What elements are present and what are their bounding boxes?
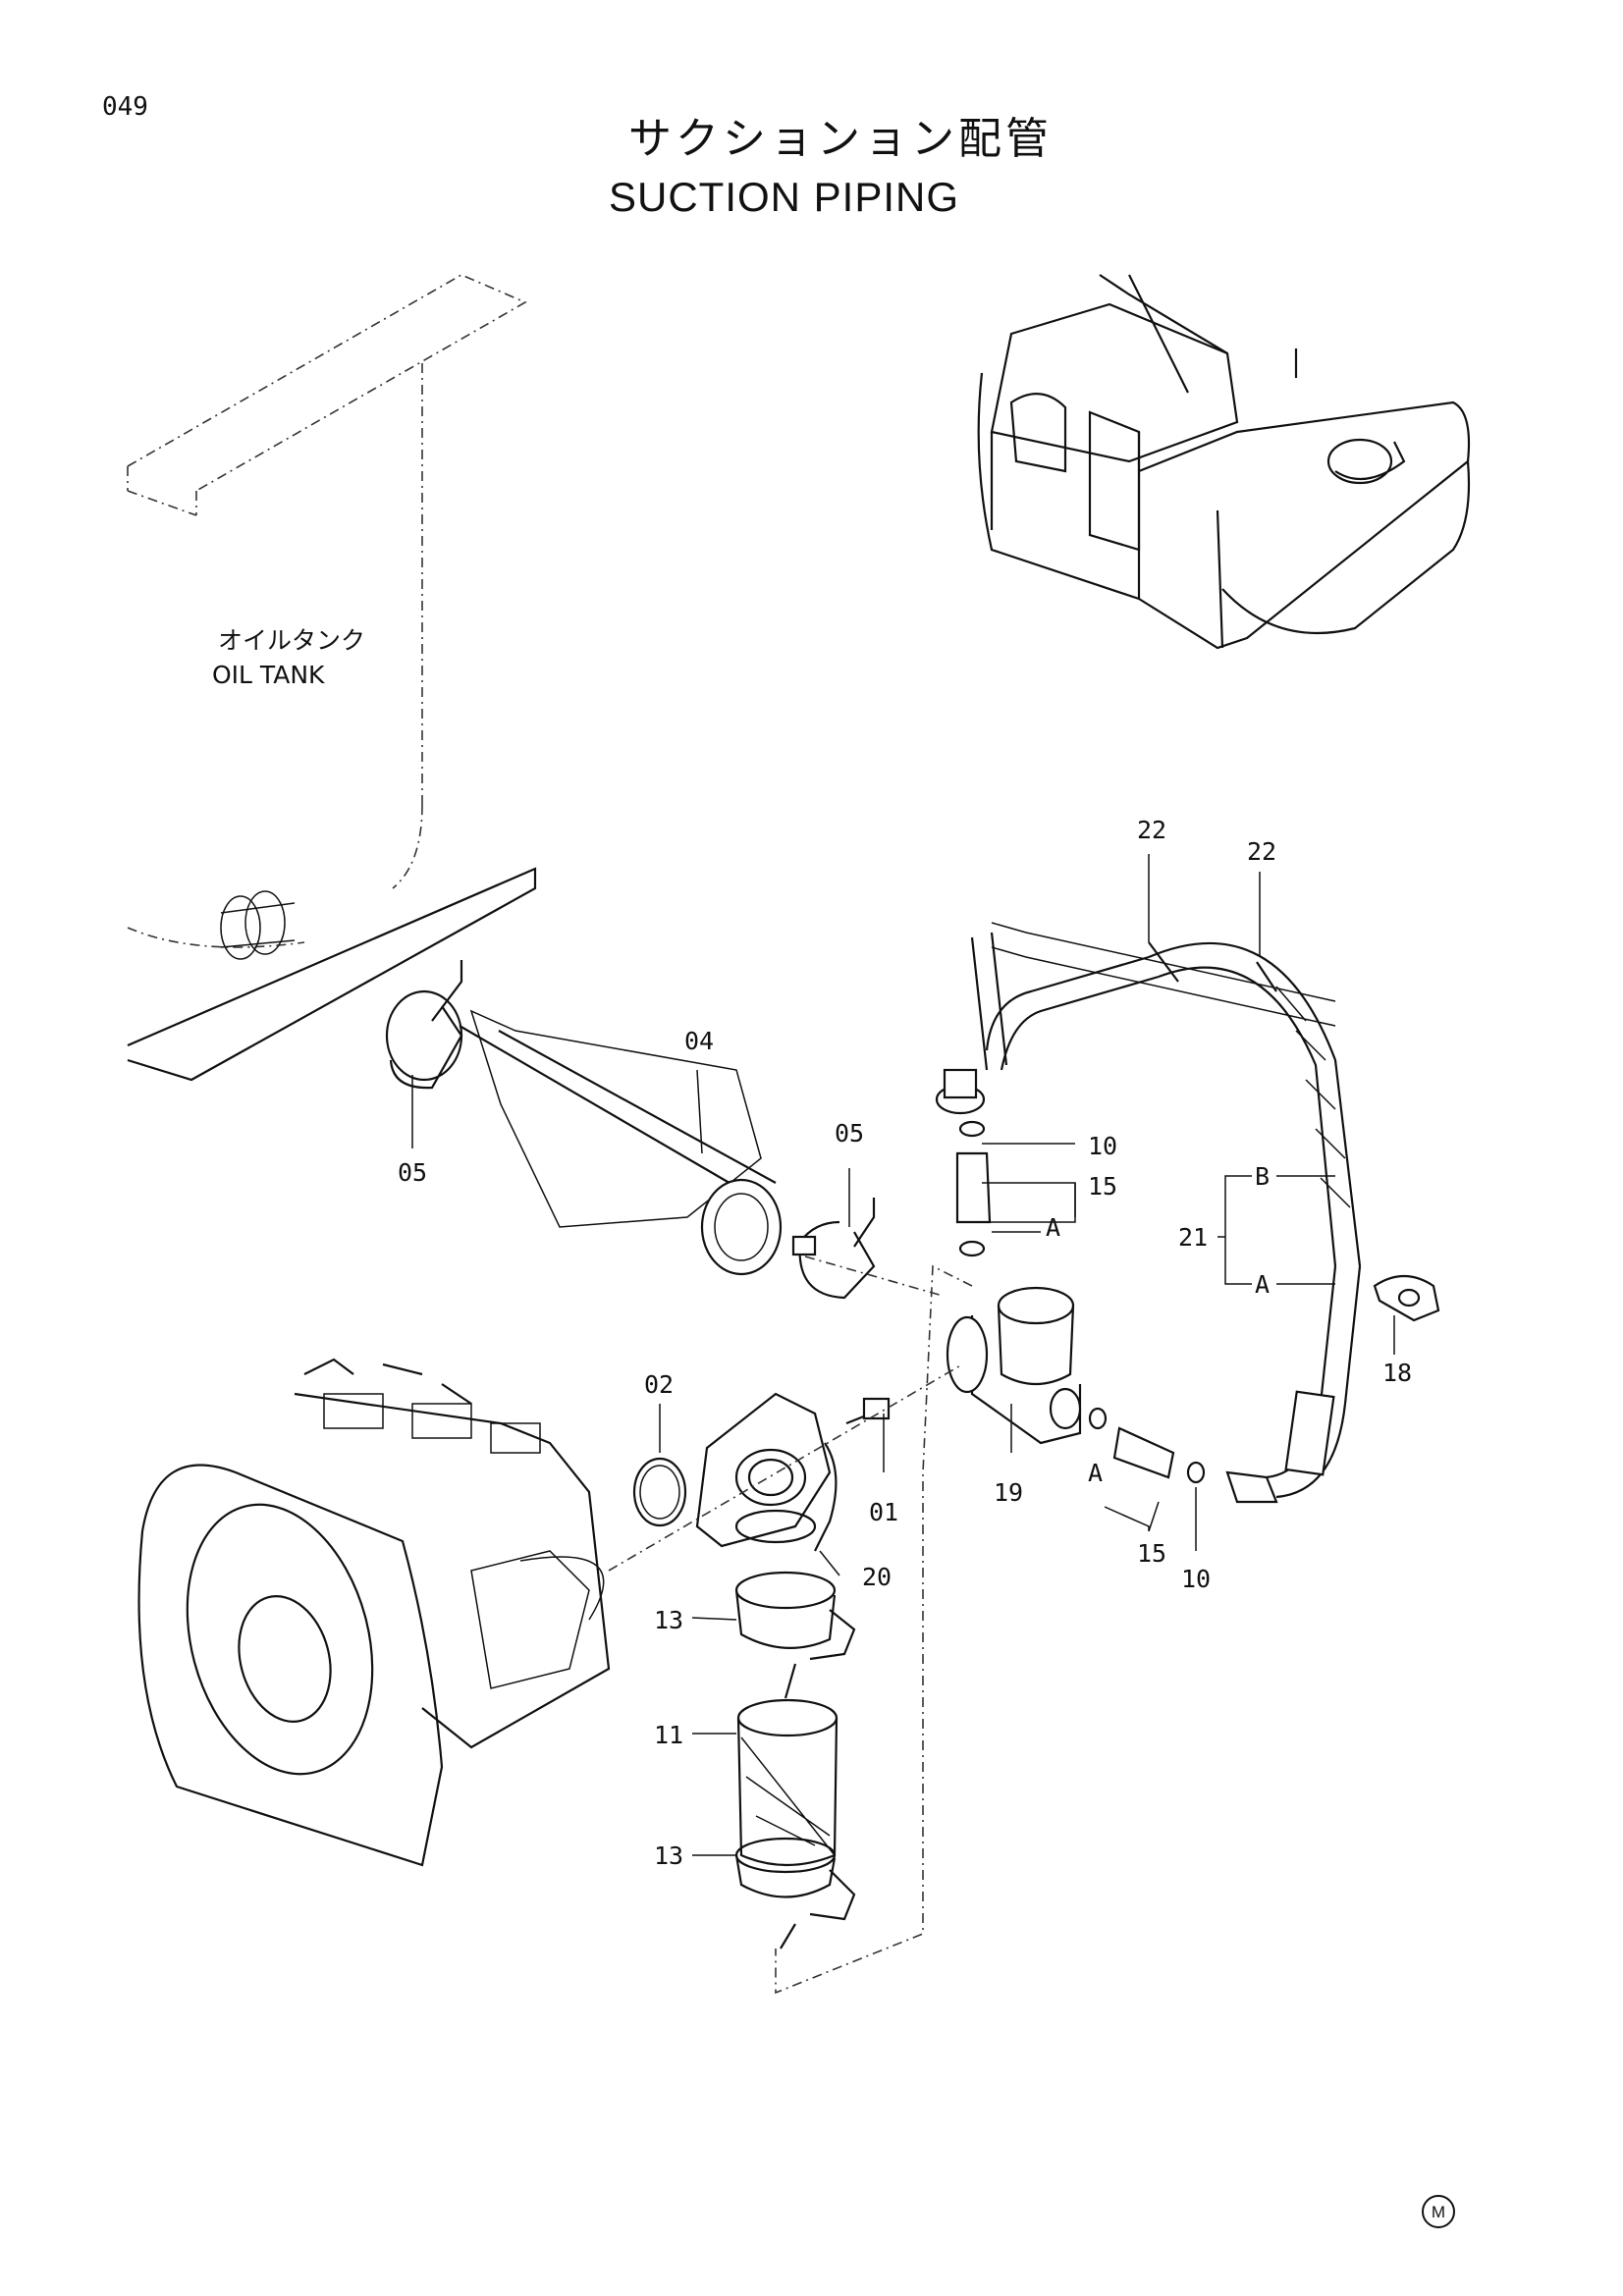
- elbow-parts: [632, 1392, 891, 1552]
- callout-04: 04: [684, 1027, 715, 1055]
- callout-15-top: 15: [1088, 1172, 1118, 1201]
- title-english: SUCTION PIPING: [609, 174, 960, 220]
- callout-10-bottom: 10: [1181, 1565, 1212, 1593]
- callout-A-lower: A: [1088, 1459, 1104, 1487]
- hydraulic-pump: [137, 1358, 611, 1867]
- callout-B: B: [1255, 1162, 1271, 1191]
- callout-05-right: 05: [835, 1119, 865, 1148]
- callout-13-top: 13: [654, 1606, 684, 1634]
- callout-02: 02: [644, 1370, 675, 1399]
- callout-10-top: 10: [1088, 1132, 1118, 1160]
- hose-assembly: [935, 922, 1362, 1504]
- oil-tank-drawing: [127, 274, 537, 1082]
- excavator-thumbnail: [977, 274, 1471, 650]
- fitting-parts: [946, 1120, 1206, 1484]
- callout-05-left: 05: [398, 1158, 428, 1187]
- callout-A-hose: A: [1255, 1270, 1271, 1299]
- title-japanese: サクションョン配管: [628, 114, 1053, 164]
- callout-A-upper: A: [1046, 1213, 1061, 1242]
- callout-18: 18: [1382, 1359, 1413, 1387]
- callout-19: 19: [994, 1478, 1024, 1507]
- oil-tank-label-jp: オイルタンク: [218, 626, 366, 655]
- clamp-18: [1373, 1275, 1440, 1322]
- oil-tank-label-en: OIL TANK: [212, 661, 325, 689]
- callout-11: 11: [654, 1721, 684, 1749]
- circled-m-mark: M: [1422, 2195, 1455, 2228]
- page-number: 049: [102, 92, 148, 122]
- callout-15-bottom: 15: [1137, 1539, 1167, 1568]
- suction-hose-parts: [385, 960, 876, 1300]
- callout-20: 20: [862, 1563, 893, 1591]
- leader-lines: [411, 854, 1395, 1995]
- callout-13-bottom: 13: [654, 1842, 684, 1870]
- callout-21: 21: [1178, 1223, 1209, 1252]
- callout-22b: 22: [1247, 837, 1277, 866]
- callout-22a: 22: [1137, 816, 1167, 844]
- hose-clamp-parts: [734, 1571, 856, 1949]
- callout-01: 01: [869, 1498, 899, 1526]
